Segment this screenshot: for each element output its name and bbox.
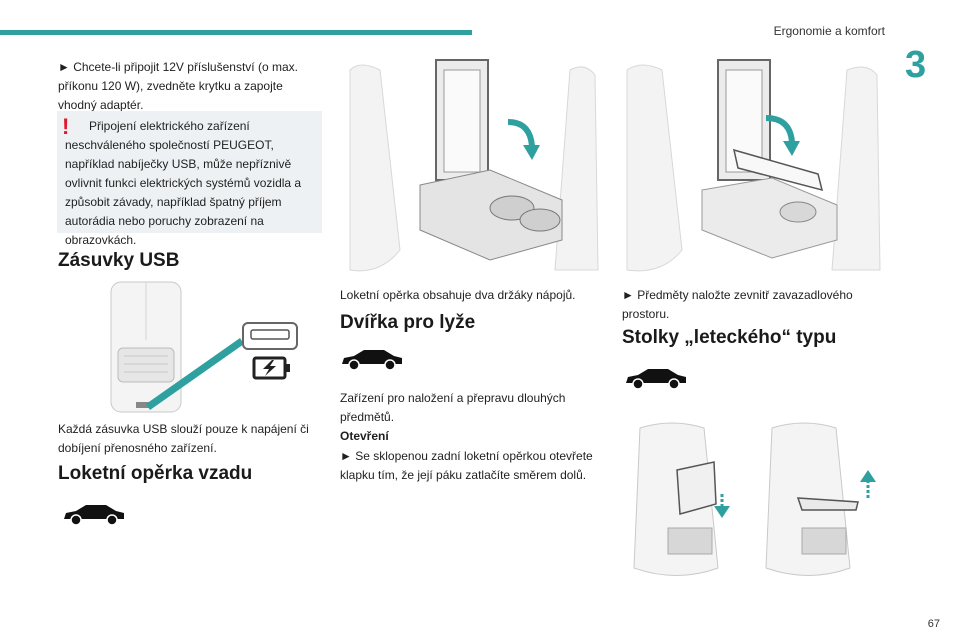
intro-paragraph: ► Chcete-li připojit 12V příslušenství (…	[58, 60, 298, 112]
warning-box: ! Připojení elektrického zařízení neschv…	[57, 111, 322, 247]
page-number: 67	[927, 618, 940, 630]
tables-heading: Stolky „leteckého“ typu	[622, 327, 837, 348]
armrest-illustration	[340, 50, 602, 280]
car-silhouette-icon	[624, 366, 688, 390]
chapter-number: 3	[905, 44, 927, 86]
usb-paragraph: Každá zásuvka USB slouží pouze k napájen…	[58, 422, 309, 455]
storage-illustration	[622, 50, 884, 280]
warning-text: Připojení elektrického zařízení neschvál…	[65, 119, 302, 247]
car-silhouette-icon	[340, 347, 404, 371]
ski-heading: Dvířka pro lyže	[340, 312, 476, 333]
opening-paragraph: ► Se sklopenou zadní loketní opěrkou ote…	[340, 449, 593, 482]
warning-exclamation-icon: !	[62, 114, 70, 139]
top-accent-bar	[0, 30, 472, 35]
ski-paragraph: Zařízení pro naložení a přepravu dlouhýc…	[340, 391, 566, 424]
usb-heading: Zásuvky USB	[58, 250, 180, 271]
armrest-caption: Loketní opěrka obsahuje dva držáky nápoj…	[340, 288, 576, 302]
section-title: Ergonomie a komfort	[773, 24, 885, 38]
car-silhouette-icon	[62, 502, 126, 526]
charging-icon	[252, 355, 292, 381]
tables-illustration	[622, 418, 884, 583]
armrest-heading: Loketní opěrka vzadu	[58, 463, 253, 484]
opening-label: Otevření	[340, 429, 389, 443]
storage-paragraph: ► Předměty naložte zevnitř zavazadlového…	[622, 288, 853, 321]
usb-illustration	[108, 280, 308, 415]
usb-socket-icon	[242, 322, 298, 352]
